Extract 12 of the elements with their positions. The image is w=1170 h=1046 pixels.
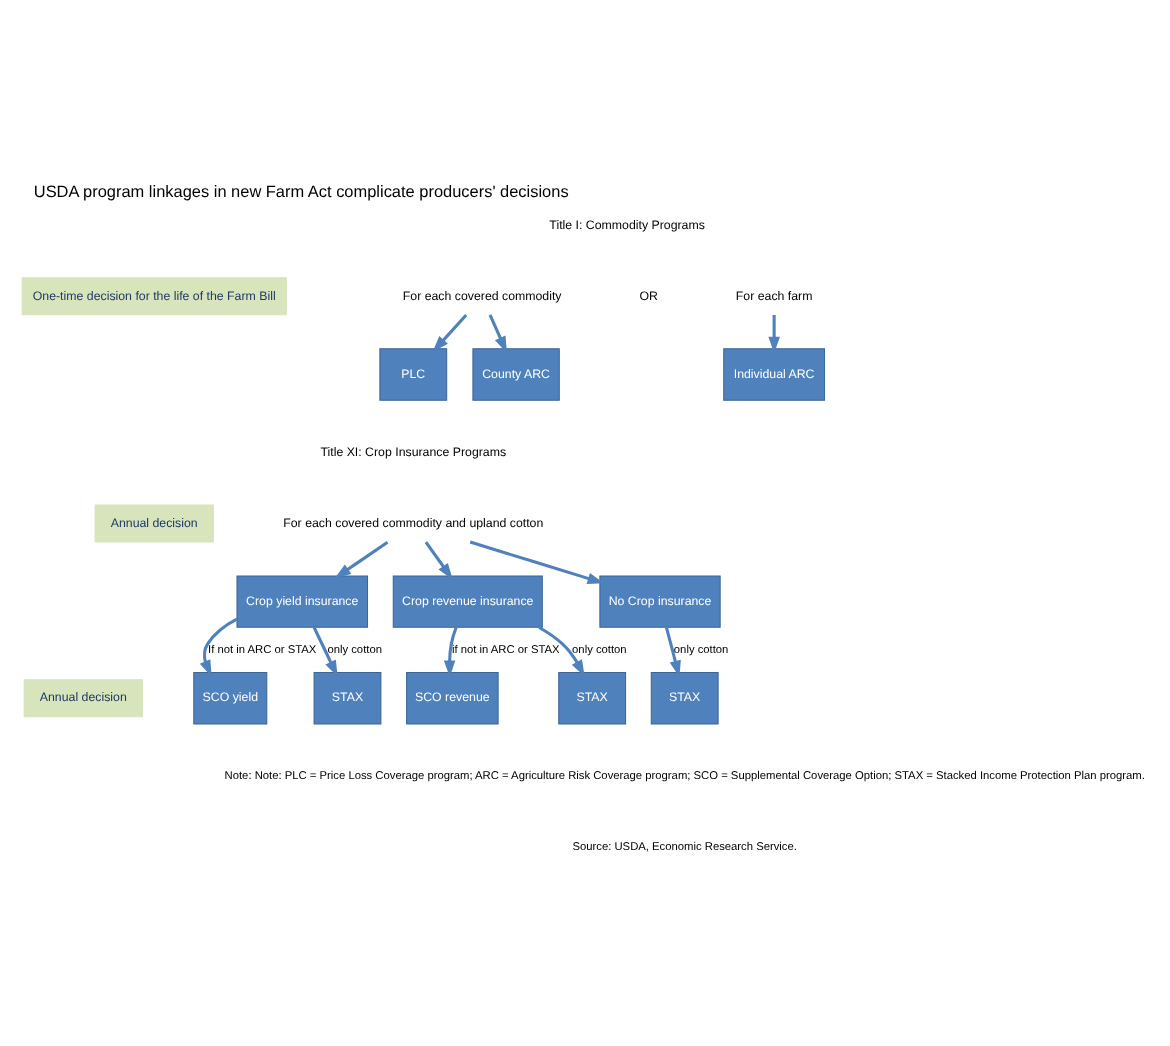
arrow — [767, 315, 779, 354]
arrow — [198, 617, 237, 677]
arrow — [333, 540, 388, 579]
arrow — [442, 626, 457, 677]
arrow — [311, 626, 337, 677]
arrow — [423, 541, 452, 580]
arrow — [468, 540, 603, 584]
arrow — [537, 626, 584, 677]
arrow — [431, 313, 467, 353]
arrow — [487, 314, 506, 353]
diagram-title: USDA program linkages in new Farm Act complicate producers' decisions — [32, 183, 568, 202]
arrow — [664, 627, 680, 678]
